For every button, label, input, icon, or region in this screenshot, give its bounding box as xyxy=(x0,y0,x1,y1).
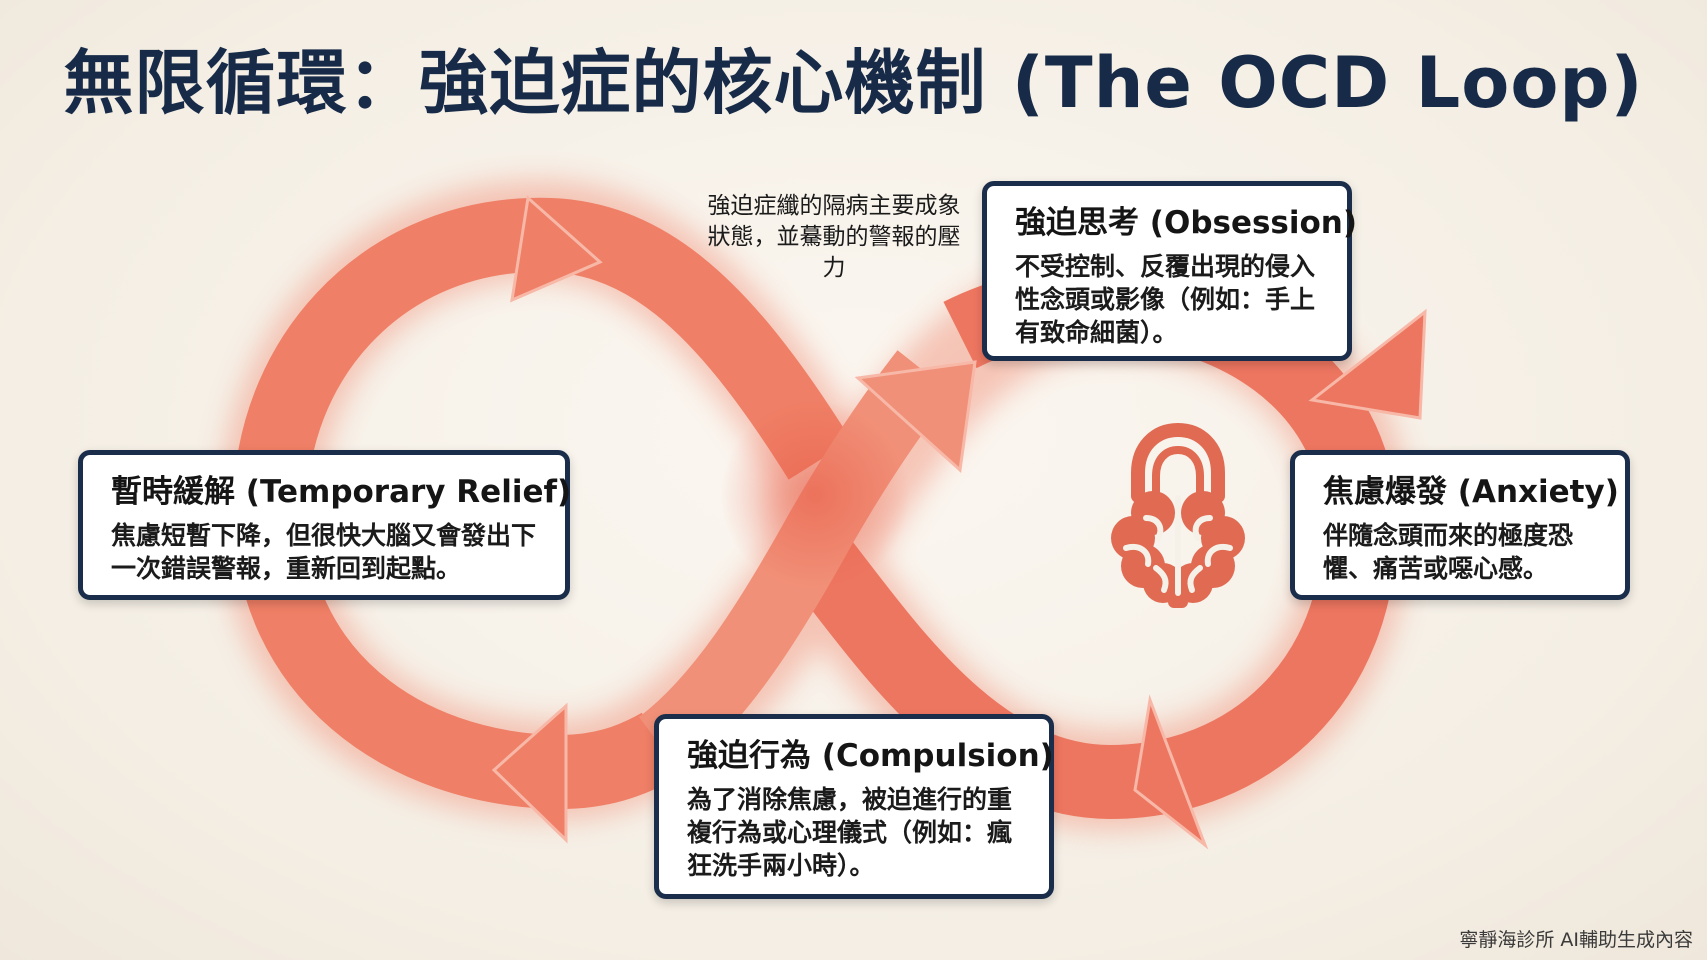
arrowhead-center-up xyxy=(854,360,977,474)
footer-credit: 寧靜海診所 AI輔助生成內容 xyxy=(1459,929,1693,951)
stage-obsession-title: 強迫思考 (Obsession) xyxy=(1015,205,1358,241)
arrowhead-bottom-right xyxy=(1133,694,1209,850)
annotation-note: 強迫症纖的隔病主要成象狀態，並驀動的警報的壓力 xyxy=(707,193,961,281)
stage-anxiety: 焦慮爆發 (Anxiety) 伴隨念頭而來的極度恐懼、痛苦或噁心感。 xyxy=(1290,450,1630,600)
stage-compulsion-title: 強迫行為 (Compulsion) xyxy=(687,738,1054,774)
arrowhead-right-down xyxy=(1308,308,1427,420)
arrowhead-bottom-left xyxy=(491,702,568,844)
page-title: 無限循環：強迫症的核心機制 (The OCD Loop) xyxy=(63,42,1644,124)
stage-anxiety-text: 伴隨念頭而來的極度恐懼、痛苦或噁心感。 xyxy=(1323,521,1574,583)
brain-lock-icon xyxy=(1111,422,1245,608)
stage-anxiety-title: 焦慮爆發 (Anxiety) xyxy=(1323,474,1619,510)
stage-obsession-text: 不受控制、反覆出現的侵入性念頭或影像（例如：手上有致命細菌）。 xyxy=(1015,252,1316,347)
crossing-glow xyxy=(720,400,910,590)
stage-compulsion: 強迫行為 (Compulsion) 為了消除焦慮，被迫進行的重複行為或心理儀式（… xyxy=(654,714,1054,899)
arrowhead-top-left xyxy=(510,195,603,303)
stage-compulsion-text: 為了消除焦慮，被迫進行的重複行為或心理儀式（例如：瘋狂洗手兩小時）。 xyxy=(687,785,1013,880)
stage-obsession: 強迫思考 (Obsession) 不受控制、反覆出現的侵入性念頭或影像（例如：手… xyxy=(982,181,1358,361)
stage-relief: 暫時緩解 (Temporary Relief) 焦慮短暫下降，但很快大腦又會發出… xyxy=(78,450,572,600)
stage-relief-title: 暫時緩解 (Temporary Relief) xyxy=(111,474,572,510)
stage-relief-text: 焦慮短暫下降，但很快大腦又會發出下一次錯誤警報，重新回到起點。 xyxy=(111,521,537,583)
